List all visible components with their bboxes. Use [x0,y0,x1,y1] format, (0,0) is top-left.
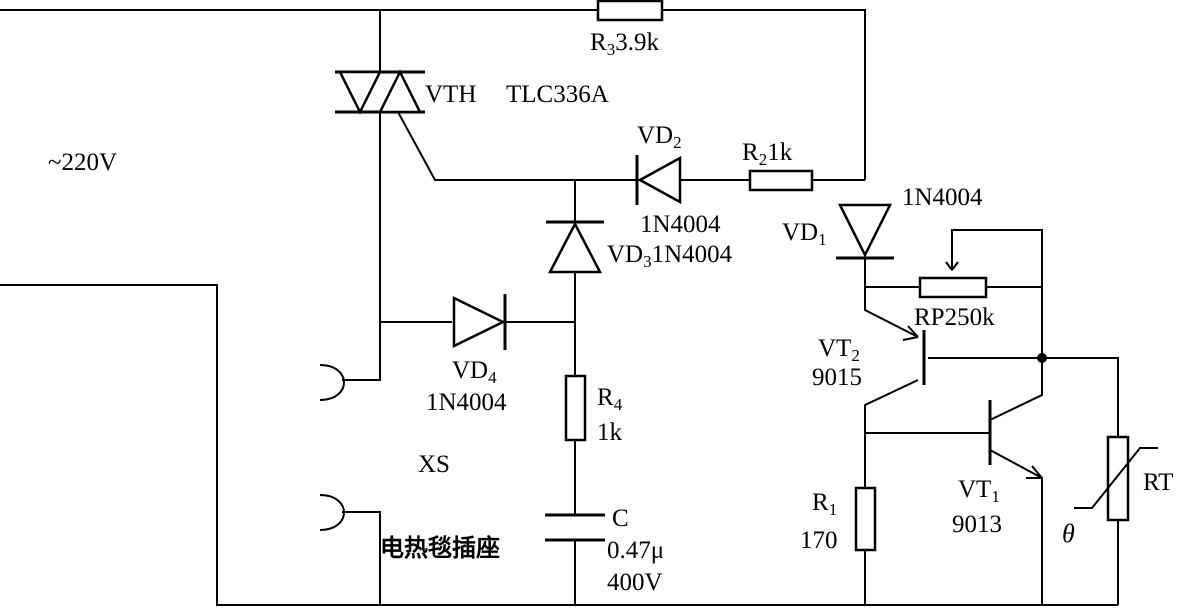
vt2-emitter-wire [864,287,919,338]
capacitor-voltage-label: 400V [607,569,663,596]
vd2-part-label: 1N4004 [640,211,721,238]
vt1-transistor [988,400,1043,479]
vt1-label: VT1 [958,476,1000,506]
rt-node-wire [928,357,1119,605]
vt1-collector-wire [989,358,1043,421]
vd2-label: VD2 [637,122,682,152]
vd2-diode [635,155,682,205]
socket-upper-terminal [319,364,345,401]
rp-potentiometer [918,276,988,299]
capacitor-value-label: 0.47μ [607,537,664,564]
junction-dot [1037,353,1047,363]
r4-resistor [564,374,587,442]
vd1-diode [836,203,894,260]
capacitor-c [545,513,605,542]
r1-value-label: 170 [800,527,838,554]
socket-lower-terminal [319,494,345,531]
rt-thermistor [1074,435,1158,522]
rp-wiper-arrow [945,261,959,271]
top-rail-wire [0,9,866,180]
vt2-part-label: 9015 [812,364,862,391]
r2-label: R21k [742,139,793,169]
vt2-label: VT2 [818,335,860,365]
r3-label: R33.9k [590,29,659,59]
triac-part-label: TLC336A [506,81,609,108]
triac-ref-label: VTH [425,81,476,108]
vt1-part-label: 9013 [952,511,1002,538]
vt2-transistor [902,325,926,385]
r4-value-label: 1k [597,419,623,446]
bottom-rail-wire [0,284,865,606]
vd4-part-label: 1N4004 [426,389,507,416]
capacitor-ref-label: C [612,505,629,532]
vt2-collector-wire [864,379,919,605]
triac-vth [335,69,425,115]
gate-wire [397,111,865,181]
r3-resistor [596,0,664,22]
vd4-diode [452,294,507,350]
rt-label: RT [1143,469,1173,496]
socket-caption: 电热毯插座 [380,534,500,562]
theta-symbol: θ [1062,519,1075,548]
supply-voltage-label: ~220V [48,149,117,176]
socket-lower-wire [342,511,381,605]
socket-ref-label: XS [418,451,450,478]
vd1-label: VD1 [782,219,827,249]
r1-label: R1 [812,489,837,519]
r2-resistor [748,169,814,192]
wires [0,9,1119,606]
r1-resistor [854,486,877,552]
vd4-label: VD4 [452,357,497,387]
vd3-label: VD31N4004 [607,241,733,271]
vd3-diode [546,220,604,274]
r4-label: R4 [597,384,623,414]
triac-main-wire [342,10,381,381]
rp-wiper-wire [951,229,1043,287]
rp-label: RP250k [914,304,995,331]
vd1-part-label: 1N4004 [902,184,983,211]
